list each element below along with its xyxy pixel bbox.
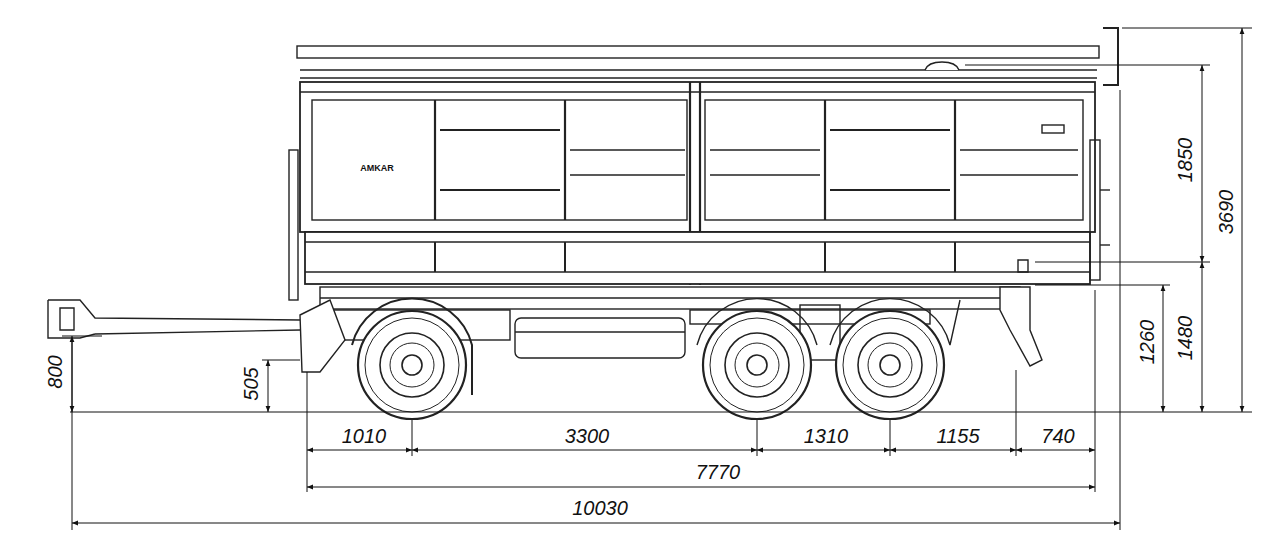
dimension-label: 1480 <box>1175 315 1195 362</box>
dimension-label: 1155 <box>935 426 980 446</box>
dimension-label: 3690 <box>1216 189 1236 236</box>
dimension-lines <box>62 28 1252 530</box>
dimension-label: 1850 <box>1175 137 1195 184</box>
trailer-body <box>48 28 1118 395</box>
dimension-label: 3300 <box>564 426 611 446</box>
dimension-label: 1260 <box>1137 319 1157 366</box>
dimension-label: 7770 <box>695 462 742 482</box>
dimension-label: 10030 <box>571 498 629 518</box>
dimension-label: 1010 <box>341 426 388 446</box>
wheels <box>358 311 944 419</box>
brand-label: AMKAR <box>359 164 395 173</box>
dimension-label: 800 <box>45 354 65 389</box>
dimension-label: 505 <box>241 366 261 401</box>
dimension-label: 1310 <box>803 426 850 446</box>
dimension-label: 740 <box>1040 426 1075 446</box>
